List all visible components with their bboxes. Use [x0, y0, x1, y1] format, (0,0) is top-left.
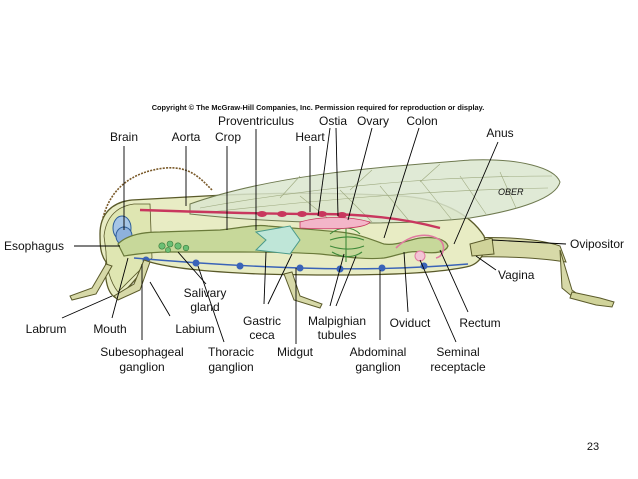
- label-proventriculus: Proventriculus: [218, 114, 294, 128]
- label-subesophageal-ganglion-2: ganglion: [119, 360, 164, 374]
- label-abdominal-ganglion-2: ganglion: [355, 360, 400, 374]
- label-midgut: Midgut: [277, 345, 314, 359]
- label-malpighian-tubules-2: tubules: [318, 328, 357, 342]
- label-crop: Crop: [215, 130, 241, 144]
- label-seminal-receptacle-2: receptacle: [430, 360, 486, 374]
- label-aorta: Aorta: [172, 130, 201, 144]
- grasshopper-illustration: OBER: [69, 159, 615, 309]
- salivary-gland: [158, 240, 190, 253]
- label-ostia: Ostia: [319, 114, 347, 128]
- wing-signature: OBER: [498, 187, 524, 197]
- heart-chambers: [257, 211, 347, 218]
- ovary: [299, 217, 371, 230]
- leader-lines: [61, 127, 567, 344]
- label-colon: Colon: [406, 114, 437, 128]
- label-malpighian-tubules-1: Malpighian: [308, 314, 366, 328]
- rectum-oviduct: [395, 234, 445, 259]
- label-anus: Anus: [486, 126, 513, 140]
- label-labrum: Labrum: [26, 322, 67, 336]
- label-oviduct: Oviduct: [390, 316, 431, 330]
- copyright-notice: Copyright © The McGraw-Hill Companies, I…: [152, 103, 485, 112]
- gastric-ceca: [254, 225, 301, 255]
- seminal-receptacle: [414, 250, 426, 262]
- label-thoracic-ganglion-1: Thoracic: [208, 345, 254, 359]
- front-legs: [69, 259, 323, 309]
- label-subesophageal-ganglion-1: Subesophageal: [100, 345, 183, 359]
- label-vagina: Vagina: [498, 268, 535, 282]
- label-ovipositor: Ovipositor: [570, 237, 624, 251]
- label-labium: Labium: [175, 322, 214, 336]
- label-mouth: Mouth: [93, 322, 126, 336]
- label-brain: Brain: [110, 130, 138, 144]
- label-salivary-gland-1: Salivary: [184, 286, 227, 300]
- label-thoracic-ganglion-2: ganglion: [208, 360, 253, 374]
- label-esophagus: Esophagus: [4, 239, 64, 253]
- antenna: [102, 167, 213, 219]
- page-number: 23: [587, 441, 599, 453]
- label-abdominal-ganglion-1: Abdominal: [350, 345, 407, 359]
- label-ovary: Ovary: [357, 114, 389, 128]
- label-gastric-ceca-1: Gastric: [243, 314, 281, 328]
- label-gastric-ceca-2: ceca: [249, 328, 275, 342]
- ovipositor: [469, 237, 495, 257]
- label-rectum: Rectum: [459, 316, 500, 330]
- label-salivary-gland-2: gland: [190, 300, 219, 314]
- label-heart: Heart: [295, 130, 325, 144]
- wing-veins: [199, 163, 553, 223]
- malpighian-tubules: [329, 222, 365, 262]
- label-seminal-receptacle-1: Seminal: [436, 345, 479, 359]
- labels: Brain Aorta Crop Proventriculus Heart Os…: [4, 114, 624, 374]
